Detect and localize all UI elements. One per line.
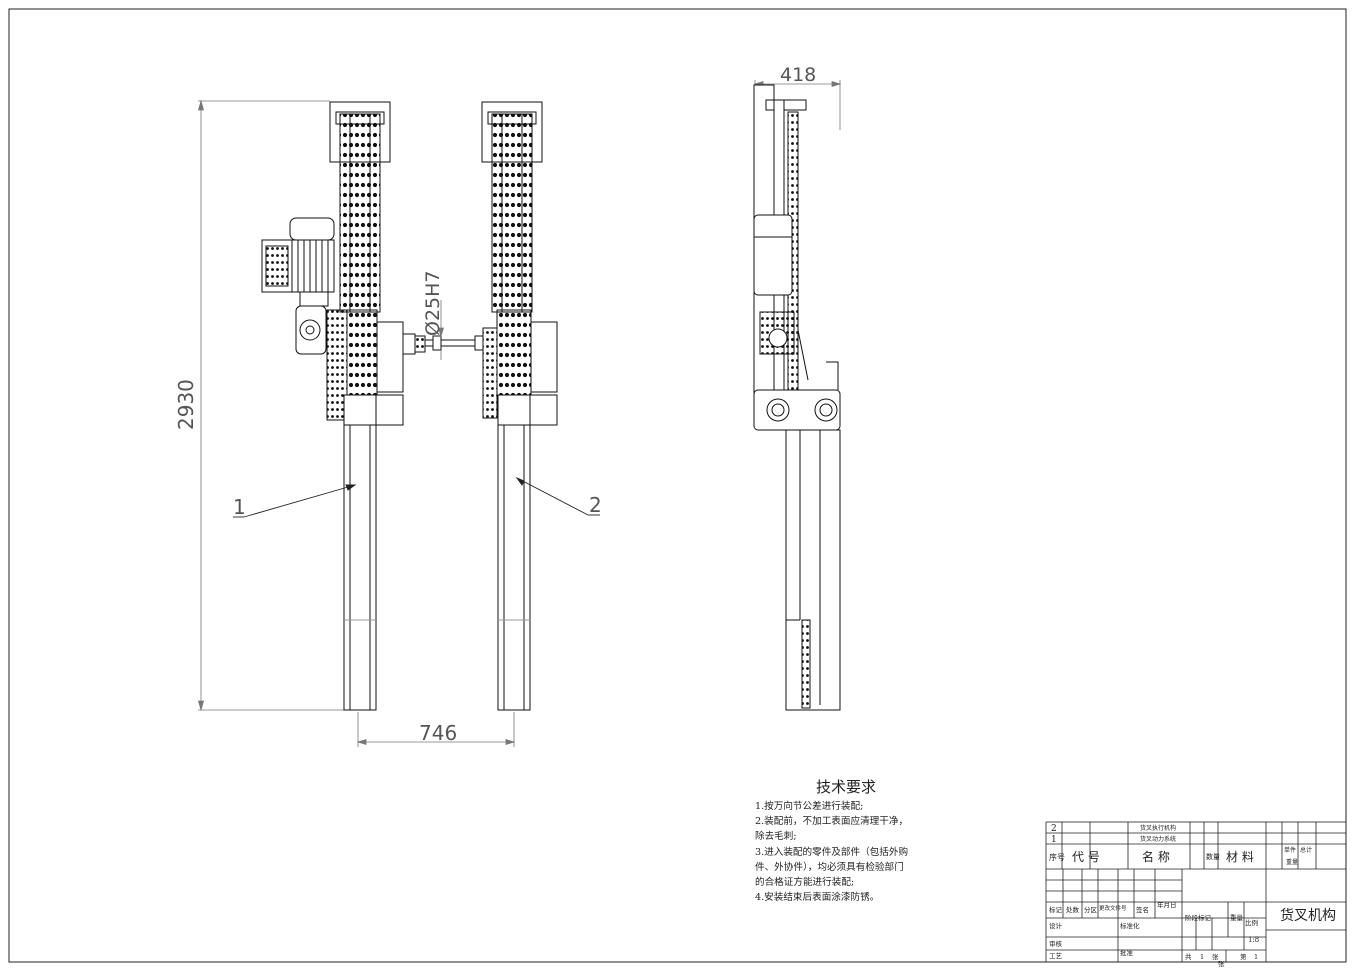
tech-req-line: 除去毛刺; <box>755 831 797 843</box>
callout-2: 2 <box>589 493 602 517</box>
tb-change-doc: 更改文件号 <box>1099 904 1127 912</box>
tb-sheet: 张 <box>1218 959 1225 968</box>
title-block-text: 2 货叉执行机构 1 货叉动力系统 序号 代 号 名 称 数量 材 料 单件 总… <box>1049 824 1336 968</box>
tb-ratio: 比例 <box>1245 918 1258 927</box>
header-weight: 重量 <box>1286 858 1298 866</box>
tb-count: 处数 <box>1066 905 1080 914</box>
callout-leaders <box>233 476 600 518</box>
tech-req-line: 件、外协件），均必须具有检验部门 <box>755 861 904 873</box>
tb-scale: 1:8 <box>1248 936 1259 944</box>
parts-row-2-name: 货叉执行机构 <box>1140 824 1176 832</box>
tb-design: 设计 <box>1049 921 1063 930</box>
parts-row-1-no: 1 <box>1051 835 1057 845</box>
dimension-height-label: 2930 <box>174 379 198 430</box>
header-no: 序号 <box>1049 852 1065 862</box>
drawing-border <box>8 8 1347 963</box>
tb-mark: 标记 <box>1049 905 1063 914</box>
tb-signature: 签名 <box>1136 905 1149 914</box>
front-view: 2930 746 <box>174 99 602 747</box>
tb-standardize: 标准化 <box>1120 921 1140 930</box>
dimension-width-label: 418 <box>780 64 816 86</box>
drawing-title: 货叉机构 <box>1280 907 1336 924</box>
shaft-fit-callout <box>437 300 445 360</box>
callout-1: 1 <box>233 495 246 519</box>
header-code: 代 号 <box>1072 850 1100 864</box>
tb-zone: 分区 <box>1084 905 1098 914</box>
title-block <box>1045 821 1347 963</box>
dimension-height <box>197 99 345 712</box>
tb-sheet-no: 1 <box>1254 953 1258 961</box>
tb-weight: 重量 <box>1230 914 1244 922</box>
tb-sheets: 张 <box>1212 952 1219 961</box>
shaft-fit-label: Ø25H7 <box>422 270 444 336</box>
tech-req-line: 3.进入装配的零件及部件（包括外购 <box>755 846 909 858</box>
tb-page: 第 <box>1240 952 1247 961</box>
tech-req-line: 4.安装结束后表面涂漆防锈。 <box>755 892 880 904</box>
tech-req-line: 的合格证方能进行装配; <box>755 877 855 889</box>
tech-req-title: 技术要求 <box>815 778 876 796</box>
tb-date: 年月日 <box>1157 900 1177 909</box>
transmission-shaft <box>425 335 484 351</box>
right-fork-assembly <box>481 101 558 711</box>
tech-req-line: 1.按万向节公差进行装配; <box>755 801 864 812</box>
header-qty: 数量 <box>1206 852 1220 861</box>
header-total-weight: 总计 <box>1300 846 1312 854</box>
dimension-spacing <box>356 712 516 747</box>
header-unit-weight: 单件 <box>1284 846 1296 854</box>
parts-row-1-name: 货叉动力系统 <box>1140 835 1176 843</box>
tech-req-line: 2.装配前，不加工表面应清理干净， <box>755 816 909 828</box>
tb-review: 审核 <box>1049 939 1063 948</box>
tb-total: 共 <box>1185 952 1192 961</box>
tb-sheet-total: 1 <box>1200 953 1204 961</box>
left-fork-assembly <box>261 101 426 711</box>
technical-requirements: 技术要求 1.按万向节公差进行装配; 2.装配前，不加工表面应清理干净， 除去毛… <box>755 776 955 905</box>
dimension-spacing-label: 746 <box>419 721 457 745</box>
tb-approve: 批准 <box>1120 948 1134 957</box>
parts-row-2-no: 2 <box>1051 824 1057 834</box>
header-material: 材 料 <box>1226 850 1254 864</box>
tb-process: 工艺 <box>1049 952 1063 960</box>
side-view: 418 <box>753 64 842 711</box>
header-name: 名 称 <box>1142 849 1170 864</box>
tb-stage-mark: 阶段标记 <box>1185 913 1212 922</box>
